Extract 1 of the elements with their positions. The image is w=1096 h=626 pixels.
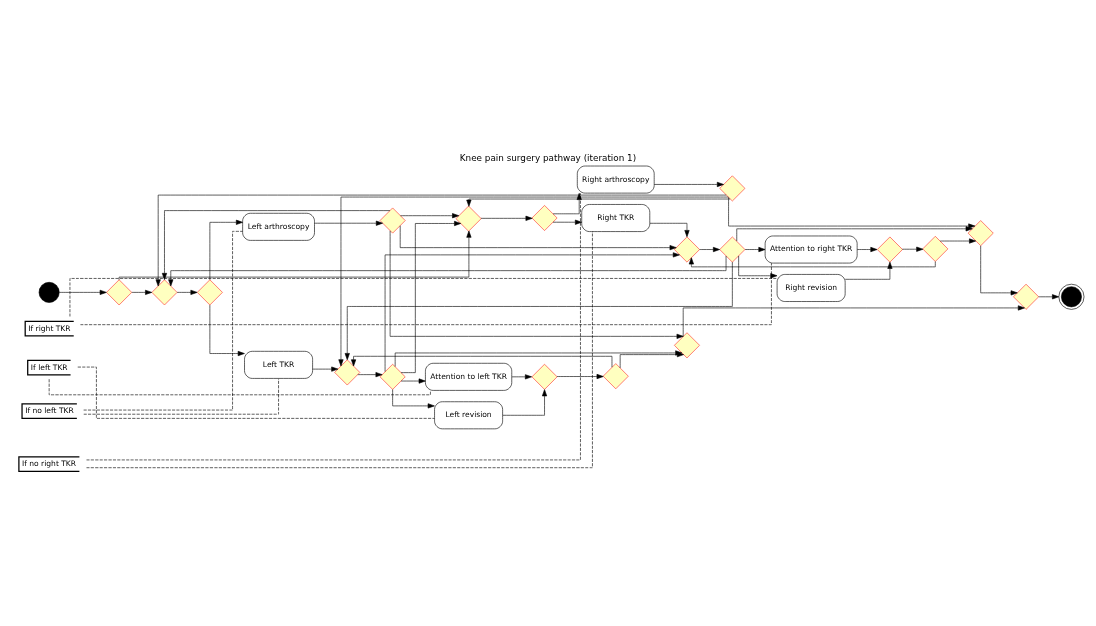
diagram-title: Knee pain surgery pathway (iteration 1) bbox=[459, 152, 637, 163]
